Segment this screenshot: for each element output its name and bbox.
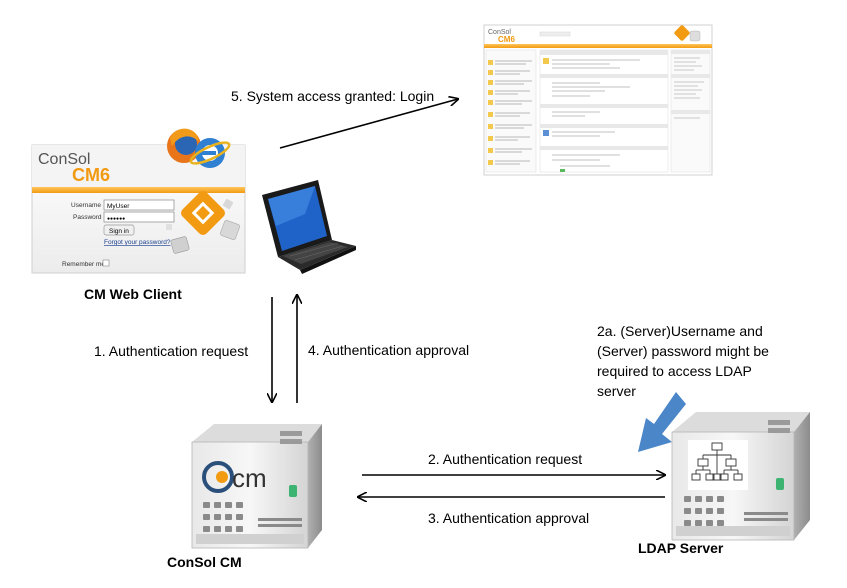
blue-arrow-icon: [638, 392, 686, 452]
ldap-server-label: LDAP Server: [638, 540, 724, 556]
decorative-cubes-icon: [166, 191, 240, 254]
web-client-label: CM Web Client: [84, 286, 182, 302]
laptop-icon: [262, 180, 356, 274]
internet-explorer-icon: [189, 138, 231, 168]
remember-me-label: Remember me: [62, 261, 105, 268]
username-label: Username: [71, 202, 101, 209]
firefox-icon: [167, 128, 201, 163]
step3-label: 3. Authentication approval: [428, 510, 589, 526]
step2-label: 2. Authentication request: [428, 451, 582, 467]
step1-label: 1. Authentication request: [94, 343, 248, 359]
note-line2: (Server) password might be: [597, 343, 769, 359]
login-brand-top: ConSol: [38, 151, 90, 168]
remember-me-checkbox[interactable]: [102, 259, 110, 267]
cm-logo-icon: [202, 461, 234, 493]
step5-label: 5. System access granted: Login: [231, 88, 434, 104]
app-screenshot: ConSol CM6: [483, 24, 713, 176]
app-brand-bottom: CM6: [498, 35, 515, 44]
forgot-password-link[interactable]: Forgot your password?: [104, 239, 171, 246]
username-value: MyUser: [107, 203, 130, 210]
password-field[interactable]: [103, 211, 175, 223]
cm-logo-text: cm: [232, 463, 267, 493]
sign-in-label: Sign in: [109, 228, 129, 235]
ldap-server-icon: [671, 412, 810, 541]
sign-in-button[interactable]: [103, 224, 135, 236]
consol-cm-server-icon: [191, 424, 322, 549]
note-line4: server: [597, 383, 636, 399]
note-line1: 2a. (Server)Username and: [597, 323, 763, 339]
app-cubes-icon: [674, 25, 701, 42]
app-brand-top: ConSol: [488, 29, 511, 36]
username-field[interactable]: [103, 199, 175, 211]
password-value: ●●●●●●: [107, 216, 125, 222]
password-label: Password: [73, 214, 102, 221]
note-line3: required to access LDAP: [597, 363, 752, 379]
step4-label: 4. Authentication approval: [308, 342, 469, 358]
arrow-step5: [279, 99, 458, 149]
login-brand-bottom: CM6: [72, 165, 110, 185]
hierarchy-tree-icon: [688, 440, 748, 490]
login-window: ConSol CM6 Username MyUser Password ●●●●…: [31, 128, 246, 274]
consol-cm-label: ConSol CM: [167, 554, 242, 570]
